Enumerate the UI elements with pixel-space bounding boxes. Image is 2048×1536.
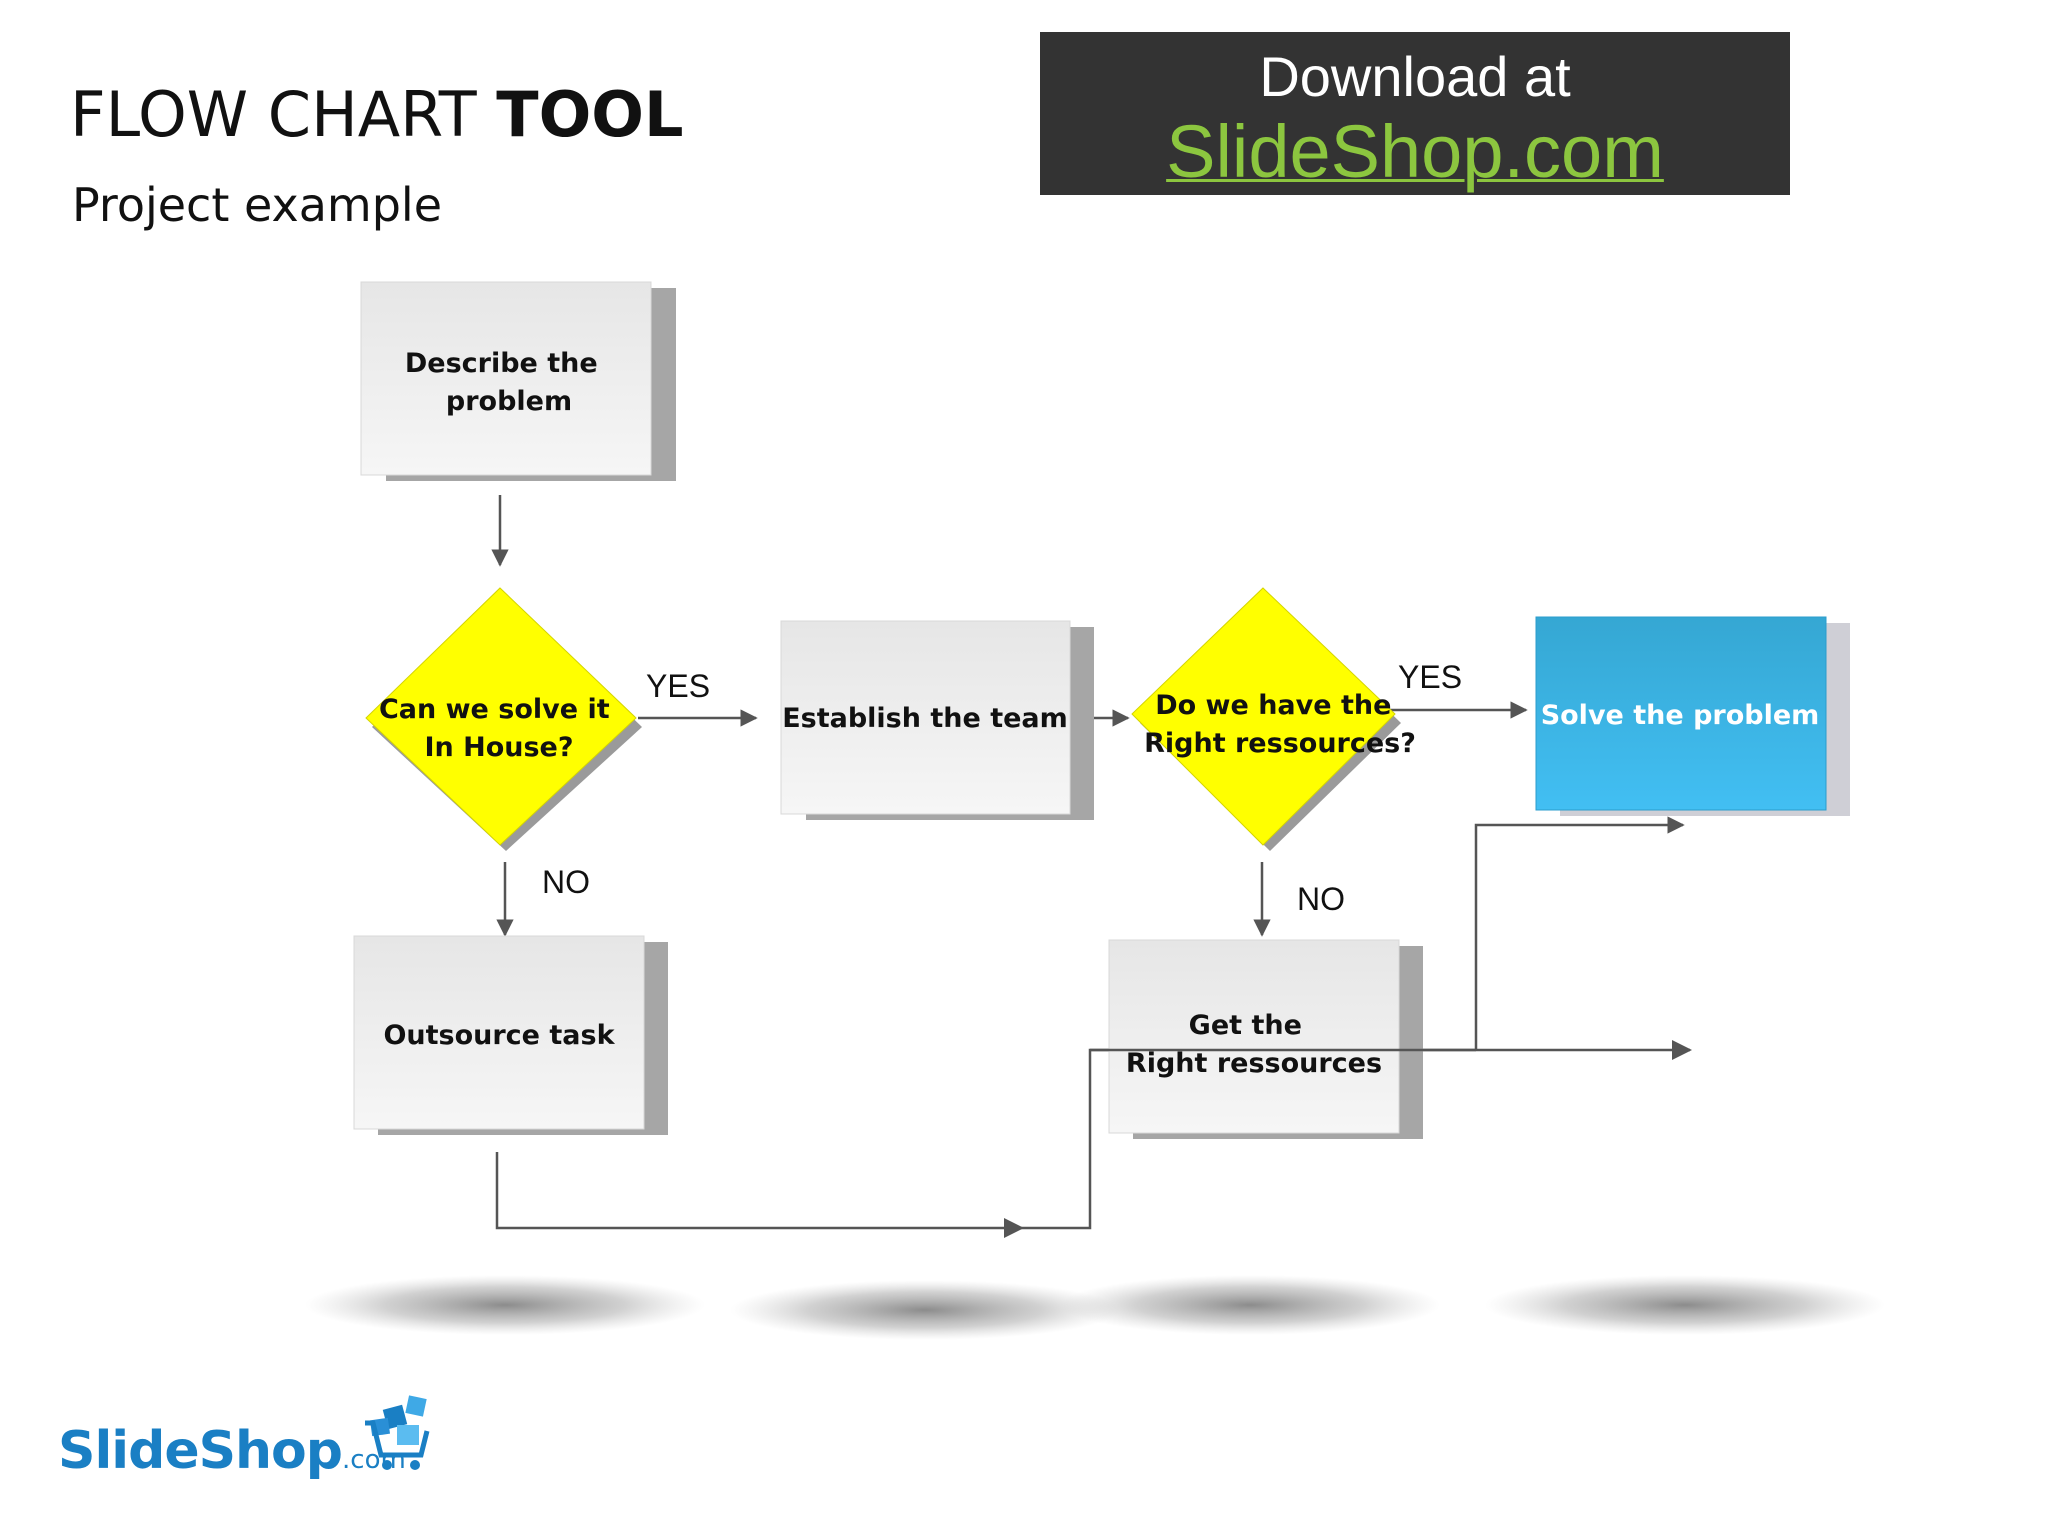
node-decision2-line2: Right ressources? — [1144, 728, 1416, 759]
node-establish-team[interactable]: Establish the team — [780, 620, 1094, 820]
shopping-cart-icon — [365, 1395, 430, 1470]
svg-text:Outsource task: Outsource task — [383, 1020, 615, 1051]
node-get-resources-line1: Get the — [1189, 1010, 1302, 1041]
label-no-2: NO — [1297, 881, 1345, 917]
download-banner[interactable]: Download at SlideShop.com — [1040, 32, 1790, 195]
decision-diamond — [365, 587, 637, 846]
label-yes-1: YES — [646, 668, 710, 704]
node-box — [353, 935, 645, 1130]
node-decision2-line1: Do we have the — [1155, 690, 1391, 721]
page-subtitle: Project example — [72, 178, 442, 232]
node-get-resources-line2: Right ressources — [1126, 1048, 1382, 1079]
node-get-resources[interactable]: Get the Right ressources — [1108, 939, 1423, 1139]
node-decision-resources[interactable]: Do we have the Right ressources? — [1131, 587, 1416, 851]
label-yes-2: YES — [1398, 659, 1462, 695]
download-link[interactable]: SlideShop.com — [1166, 110, 1664, 193]
node-outsource-line1: Outsource task — [383, 1020, 615, 1051]
download-label: Download at — [1259, 45, 1571, 108]
label-no-1: NO — [542, 864, 590, 900]
node-decision-in-house[interactable]: Can we solve it In House? — [365, 587, 642, 851]
node-solve-line1: Solve the problem — [1541, 700, 1820, 731]
node-box — [780, 620, 1071, 815]
svg-text:Solve the problem: Solve the problem — [1541, 700, 1820, 731]
node-describe-problem[interactable]: Describe the problem — [360, 281, 676, 481]
node-solve-problem[interactable]: Solve the problem — [1535, 616, 1850, 816]
decision-diamond — [1131, 587, 1396, 846]
page-title: FLOW CHART TOOL — [70, 78, 684, 151]
svg-text:Do we have the Right r: Do we have the Right ressources? — [1144, 690, 1416, 759]
slideshop-logo[interactable]: SlideShop.com — [58, 1385, 438, 1485]
svg-text:Establish the team: Establish the team — [782, 703, 1068, 734]
node-decision1-line2: In House? — [424, 732, 573, 763]
floor-shadows — [305, 1275, 1885, 1340]
node-establish-line1: Establish the team — [782, 703, 1068, 734]
floor-shadow — [1485, 1275, 1885, 1335]
node-box — [1535, 616, 1827, 811]
node-describe-line2: problem — [446, 386, 572, 417]
floor-shadow — [305, 1275, 705, 1335]
connector-get-resources-to-solve — [1474, 816, 1685, 1050]
svg-text:Describe the problem: Describe the problem — [405, 348, 607, 417]
floor-shadow — [1060, 1275, 1440, 1335]
svg-text:Can we solve it In Hou: Can we solve it In House? — [379, 694, 619, 763]
connector-outsource-to-merge — [495, 1152, 1024, 1238]
node-decision1-line1: Can we solve it — [379, 694, 610, 725]
svg-text:Get the Right ressourc: Get the Right ressources — [1126, 1010, 1382, 1079]
floor-shadow — [730, 1280, 1120, 1340]
node-outsource-task[interactable]: Outsource task — [353, 935, 668, 1135]
node-describe-line1: Describe the — [405, 348, 598, 379]
node-box — [1108, 939, 1400, 1134]
node-box — [360, 281, 652, 476]
connectors — [491, 495, 1692, 1238]
logo-wordmark: SlideShop.com — [58, 1421, 406, 1481]
